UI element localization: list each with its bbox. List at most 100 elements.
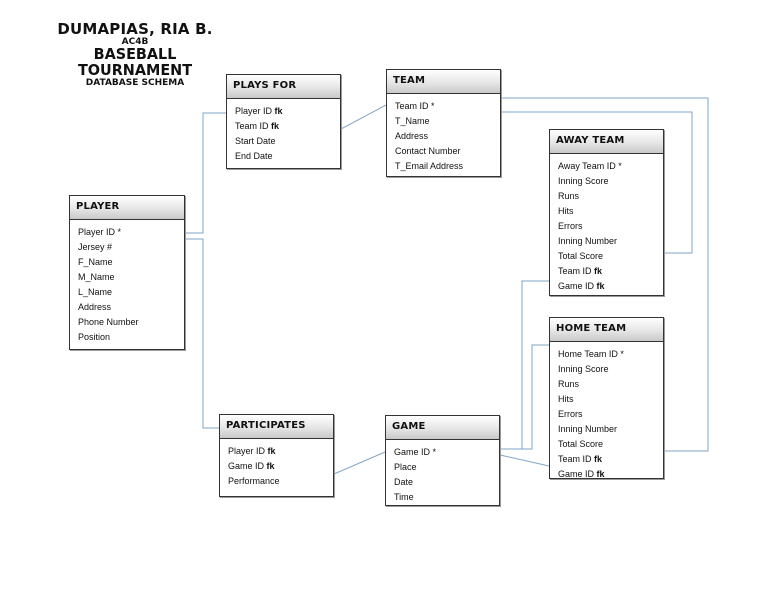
foreign-key-marker: fk xyxy=(267,446,276,456)
attribute-name: Player ID xyxy=(78,227,116,237)
attribute-row: Performance xyxy=(220,474,333,489)
attribute-name: Inning Number xyxy=(558,424,618,434)
attribute-name: Inning Number xyxy=(558,236,618,246)
attribute-name: Hits xyxy=(558,394,574,404)
attribute-row: Hits xyxy=(550,392,663,407)
attribute-row: Errors xyxy=(550,219,663,234)
attribute-name: Game ID xyxy=(228,461,265,471)
foreign-key-marker: fk xyxy=(594,454,603,464)
attribute-name: Phone Number xyxy=(78,317,139,327)
connector-game-home-team-fk xyxy=(499,454,550,467)
attribute-row: Inning Number xyxy=(550,234,663,249)
primary-key-marker: * xyxy=(432,447,437,457)
attribute-name: Home Team ID xyxy=(558,349,618,359)
connector-player-participates xyxy=(185,238,219,429)
connector-team-away-team xyxy=(501,111,693,254)
attribute-name: Position xyxy=(78,332,111,342)
attribute-row: Place xyxy=(386,460,499,475)
attribute-row: Total Score xyxy=(550,249,663,264)
attribute-row: T_Name xyxy=(387,114,500,129)
foreign-key-marker: fk xyxy=(594,266,603,276)
attribute-row: Game ID * xyxy=(386,445,499,460)
section-code: AC4B xyxy=(121,36,149,47)
connector-participates-game xyxy=(333,451,386,475)
attribute-row: Team ID fk xyxy=(227,119,340,134)
attribute-row: Address xyxy=(387,129,500,144)
attribute-name: Game ID xyxy=(394,447,431,457)
attribute-row: Inning Score xyxy=(550,174,663,189)
attribute-name: Jersey # xyxy=(78,242,113,252)
entity-title: PLAYS FOR xyxy=(227,75,340,99)
foreign-key-marker: fk xyxy=(274,106,283,116)
attribute-name: Away Team ID xyxy=(558,161,616,171)
attribute-name: Total Score xyxy=(558,439,604,449)
attribute-row: F_Name xyxy=(70,255,184,270)
attribute-row: Jersey # xyxy=(70,240,184,255)
attribute-row: Time xyxy=(386,490,499,505)
diagram-subtitle: DATABASE SCHEMA xyxy=(85,77,185,88)
entity-title: AWAY TEAM xyxy=(550,130,663,154)
attribute-row: Game ID fk xyxy=(550,467,663,482)
primary-key-marker: * xyxy=(431,101,435,111)
connector-team-home-team xyxy=(501,97,709,452)
attribute-name: Total Score xyxy=(558,251,604,261)
attribute-name: T_Name xyxy=(395,116,430,126)
foreign-key-marker: fk xyxy=(596,469,605,479)
connector-game-home-team xyxy=(500,344,549,450)
attribute-name: Inning Score xyxy=(558,364,609,374)
attribute-name: F_Name xyxy=(78,257,113,267)
attribute-row: Runs xyxy=(550,189,663,204)
attribute-row: Inning Score xyxy=(550,362,663,377)
attribute-row: Team ID * xyxy=(387,99,500,114)
attribute-name: Team ID xyxy=(235,121,269,131)
foreign-key-marker: fk xyxy=(596,281,605,291)
attribute-name: L_Name xyxy=(78,287,113,297)
connector-player-plays-for xyxy=(185,112,226,234)
attribute-row: Position xyxy=(70,330,184,345)
entity-title: PARTICIPATES xyxy=(220,415,333,439)
attribute-name: Game ID xyxy=(558,469,595,479)
attribute-row: Team ID fk xyxy=(550,264,663,279)
entity-title: HOME TEAM xyxy=(550,318,663,342)
attribute-row: Contact Number xyxy=(387,144,500,159)
attribute-name: Place xyxy=(394,462,417,472)
attribute-row: Away Team ID * xyxy=(550,159,663,174)
connector-plays-for-team xyxy=(340,104,387,130)
diagram-title: BASEBALL TOURNAMENT xyxy=(77,45,193,79)
entity-title: GAME xyxy=(386,416,499,440)
attribute-row: Total Score xyxy=(550,437,663,452)
connector-game-away-team xyxy=(500,280,549,450)
entity-title: TEAM xyxy=(387,70,500,94)
attribute-row: Phone Number xyxy=(70,315,184,330)
attribute-name: Address xyxy=(395,131,429,141)
attribute-row: Inning Number xyxy=(550,422,663,437)
primary-key-marker: * xyxy=(620,349,624,359)
primary-key-marker: * xyxy=(618,161,622,171)
attribute-name: Runs xyxy=(558,191,580,201)
attribute-row: L_Name xyxy=(70,285,184,300)
attribute-name: Errors xyxy=(558,221,583,231)
attribute-row: Start Date xyxy=(227,134,340,149)
attribute-name: T_Email Address xyxy=(395,161,464,171)
foreign-key-marker: fk xyxy=(271,121,280,131)
attribute-row: Player ID * xyxy=(70,225,184,240)
foreign-key-marker: fk xyxy=(266,461,275,471)
attribute-name: Player ID xyxy=(228,446,266,456)
attribute-row: Errors xyxy=(550,407,663,422)
attribute-row: End Date xyxy=(227,149,340,164)
attribute-row: Address xyxy=(70,300,184,315)
attribute-row: Game ID fk xyxy=(550,279,663,294)
